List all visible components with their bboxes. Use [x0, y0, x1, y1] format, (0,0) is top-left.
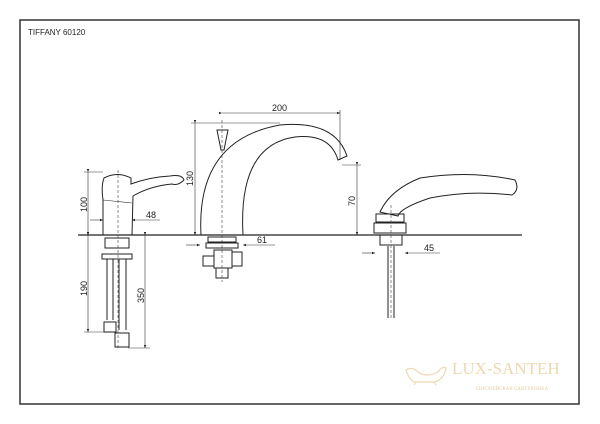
watermark-subtitle: ЕВРОПЕЙСКАЯ САНТЕХНИКА — [476, 387, 549, 392]
dim-45: 45 — [424, 243, 434, 253]
dim-48: 48 — [146, 210, 156, 220]
dim-200: 200 — [272, 103, 287, 113]
dim-130: 130 — [185, 171, 195, 186]
lever-mixer — [101, 170, 185, 348]
dim-350: 350 — [136, 288, 146, 303]
watermark-name: LUX-SANTEH — [452, 359, 560, 378]
dim-70: 70 — [347, 196, 357, 206]
drawing-title: TIFFANY 60120 — [28, 28, 86, 37]
bathtub-logo-icon — [405, 366, 447, 386]
dim-61: 61 — [257, 235, 267, 245]
dim-100: 100 — [79, 197, 89, 212]
drawing-frame — [19, 19, 580, 405]
spout — [200, 120, 348, 282]
hand-shower — [373, 173, 518, 320]
dimensions: 100 48 190 350 130 200 70 61 45 — [79, 103, 440, 349]
dim-190: 190 — [79, 281, 89, 296]
